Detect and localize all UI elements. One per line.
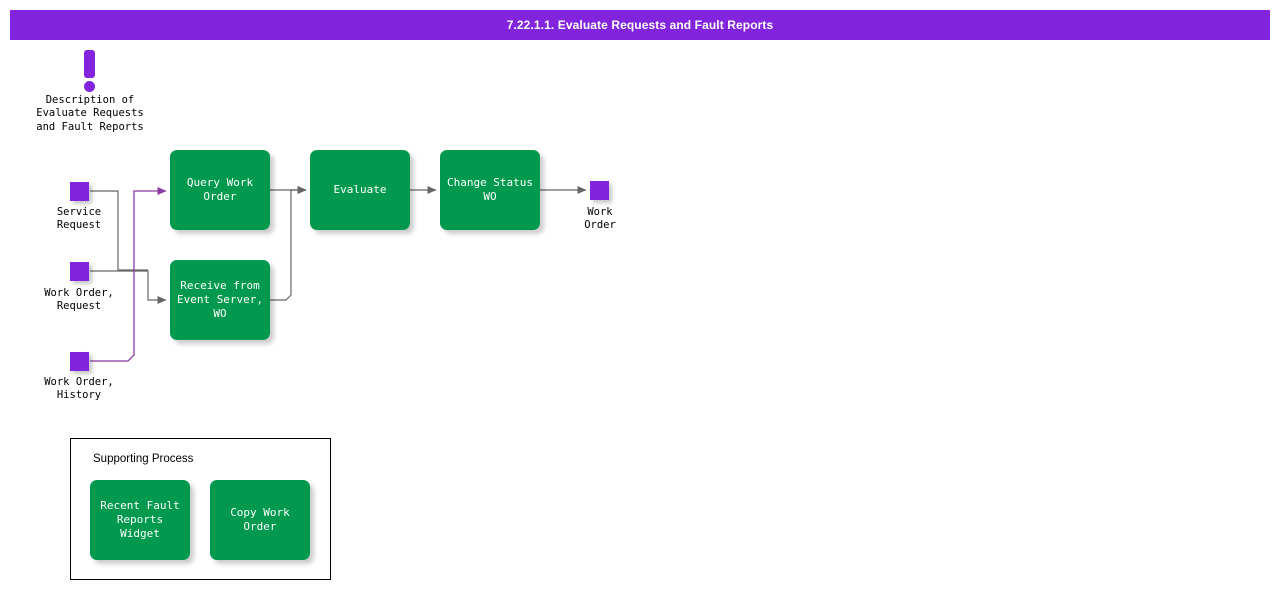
process-label-recent-fault-reports-widget: Recent Fault Reports Widget: [100, 499, 180, 540]
label-work-order: Work Order: [584, 206, 616, 232]
note-description-label: Description of Evaluate Requests and Fau…: [36, 94, 144, 133]
label-work-order-request: Work Order, Request: [44, 287, 114, 313]
connector-service-request-to-query: [90, 190, 148, 271]
process-label-copy-work-order: Copy Work Order: [230, 506, 290, 533]
exclamation-dot: [84, 81, 95, 92]
supporting-process-title: Supporting Process: [93, 453, 194, 465]
label-work-order-history: Work Order, History: [44, 376, 114, 402]
process-box-evaluate[interactable]: Evaluate: [310, 150, 410, 230]
label-service-request: Service Request: [56, 206, 102, 232]
process-box-receive-from-event-server-wo[interactable]: Receive from Event Server, WO: [170, 260, 270, 340]
process-box-change-status-wo[interactable]: Change Status WO: [440, 150, 540, 230]
data-node-service-request[interactable]: [70, 182, 89, 201]
exclamation-bar: [84, 50, 95, 78]
connector-receive-to-evaluate: [270, 186, 307, 301]
data-node-work-order-request[interactable]: [70, 262, 89, 281]
process-label-receive-from-event-server-wo: Receive from Event Server, WO: [176, 279, 264, 320]
process-label-change-status-wo: Change Status WO: [446, 176, 534, 203]
process-label-query-work-order: Query Work Order: [186, 176, 254, 203]
page-header-bar: 7.22.1.1. Evaluate Requests and Fault Re…: [10, 10, 1270, 40]
connector-work-order-history-to-query: [90, 187, 167, 362]
data-node-work-order[interactable]: [590, 181, 609, 200]
process-box-query-work-order[interactable]: Query Work Order: [170, 150, 270, 230]
data-node-work-order-history[interactable]: [70, 352, 89, 371]
page-title: 7.22.1.1. Evaluate Requests and Fault Re…: [506, 18, 774, 32]
connector-work-order-request-to-receive: [90, 270, 167, 304]
process-box-recent-fault-reports-widget[interactable]: Recent Fault Reports Widget: [90, 480, 190, 560]
exclamation-icon: [83, 50, 97, 92]
process-label-evaluate: Evaluate: [333, 183, 387, 196]
process-box-copy-work-order[interactable]: Copy Work Order: [210, 480, 310, 560]
